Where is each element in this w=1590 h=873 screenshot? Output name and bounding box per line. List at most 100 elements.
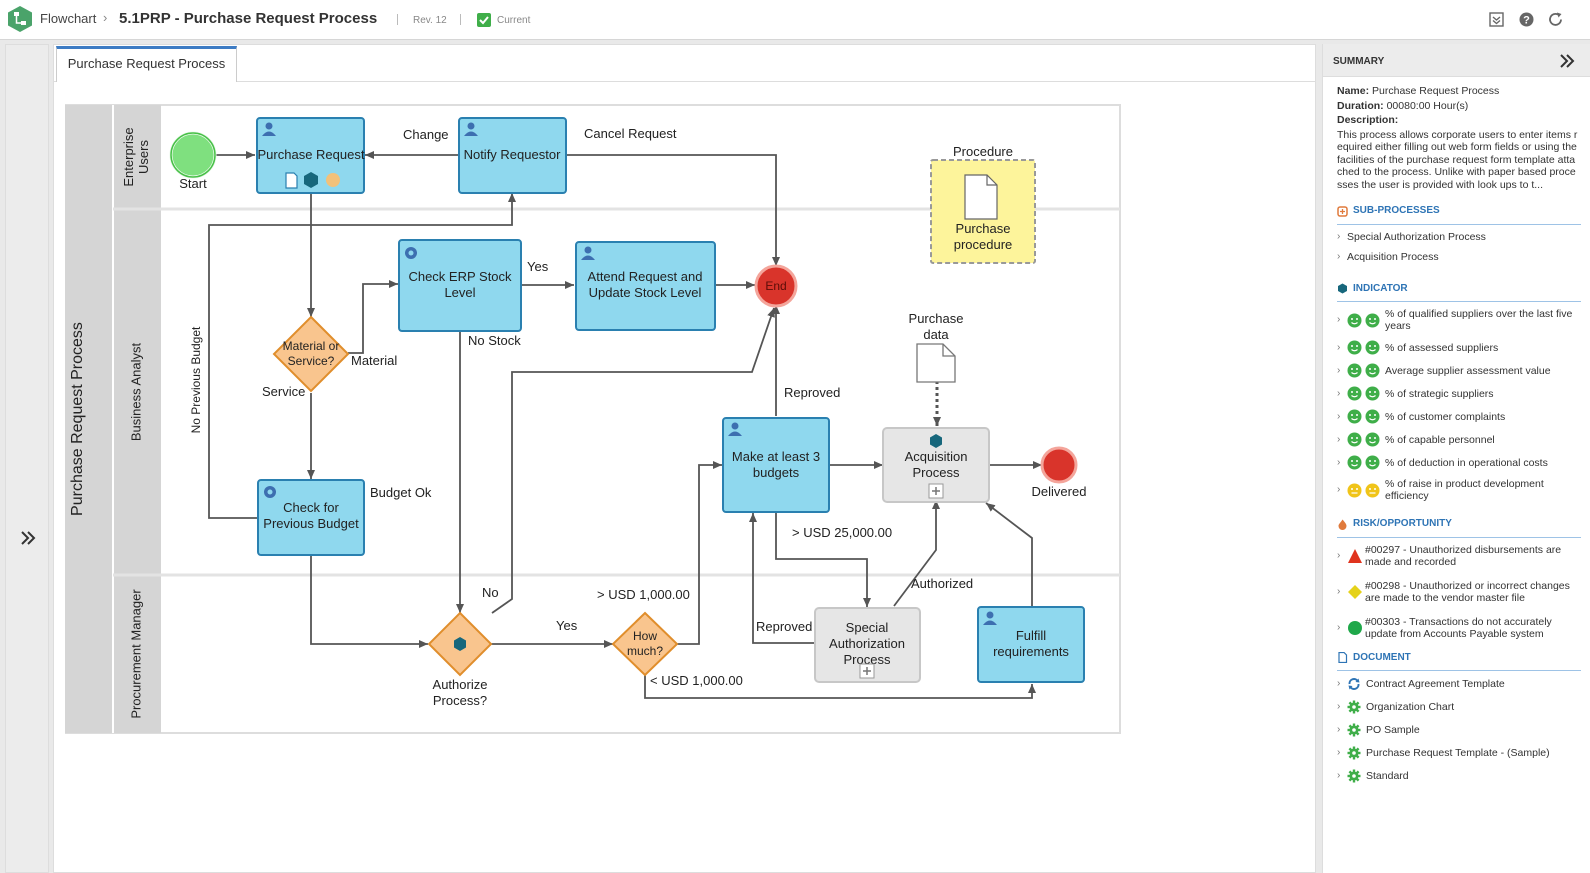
- sub-process-item[interactable]: ›Acquisition Process: [1337, 250, 1439, 263]
- flame-icon: [1338, 519, 1347, 530]
- svg-text:Purchase Request: Purchase Request: [258, 147, 365, 162]
- indicator-item[interactable]: › % of strategic suppliers: [1337, 386, 1578, 401]
- summary-duration: Duration: 00080:00 Hour(s): [1337, 99, 1469, 112]
- flow-label-over-1000: > USD 1,000.00: [597, 587, 690, 602]
- chevron-right-icon: ›: [1337, 770, 1341, 781]
- user-icon: [983, 611, 997, 625]
- low-risk-circle-icon: [1348, 620, 1362, 635]
- gear-icon: [264, 486, 276, 498]
- end-event[interactable]: End: [754, 264, 798, 308]
- indicator-label: % of deduction in operational costs: [1385, 456, 1548, 469]
- document-label: Purchase Request Template - (Sample): [1366, 747, 1550, 759]
- task-make-budgets[interactable]: Make at least 3 budgets: [722, 417, 830, 513]
- indicator-status: [1347, 455, 1385, 470]
- end-event-delivered[interactable]: [1040, 446, 1078, 484]
- section-indicator: INDICATOR: [1337, 283, 1581, 302]
- gateway-authorize-process[interactable]: [427, 611, 493, 677]
- smiley-face-icon: [1347, 455, 1362, 470]
- document-item[interactable]: › Standard: [1337, 769, 1578, 783]
- smiley-face-icon: [1365, 340, 1380, 355]
- document-item[interactable]: › Contract Agreement Template: [1337, 677, 1578, 691]
- breadcrumb-flowchart[interactable]: Flowchart: [40, 11, 97, 26]
- document-icon: [1338, 652, 1348, 664]
- user-icon: [464, 122, 478, 136]
- expand-panel-icon[interactable]: [18, 528, 38, 548]
- purchase-data-object[interactable]: [916, 343, 956, 383]
- indicator-item[interactable]: › % of deduction in operational costs: [1337, 455, 1578, 470]
- attachment-icon: [326, 173, 340, 187]
- chevron-right-icon: ›: [1337, 701, 1341, 712]
- help-icon[interactable]: ?: [1518, 11, 1535, 28]
- breadcrumb-separator: ›: [103, 10, 108, 25]
- gateway-how-much[interactable]: How much?: [611, 611, 679, 677]
- risk-item[interactable]: › #00298 - Unauthorized or incorrect cha…: [1337, 580, 1578, 604]
- refresh-icon: [1348, 678, 1360, 690]
- smiley-face-icon: [1347, 409, 1362, 424]
- indicator-label: % of strategic suppliers: [1385, 387, 1494, 400]
- lane-label-business-analyst: Business Analyst: [128, 342, 143, 441]
- tab-purchase-request-process[interactable]: Purchase Request Process: [56, 46, 237, 82]
- sub-process-item[interactable]: ›Special Authorization Process: [1337, 230, 1486, 243]
- expand-subprocess-icon[interactable]: [928, 483, 944, 499]
- chevron-right-icon: ›: [1337, 387, 1341, 399]
- user-icon: [581, 246, 595, 260]
- task-check-previous-budget[interactable]: Check for Previous Budget: [257, 479, 365, 556]
- indicator-item[interactable]: › % of qualified suppliers over the last…: [1337, 308, 1578, 332]
- document-item[interactable]: › Organization Chart: [1337, 700, 1578, 714]
- task-check-erp-stock-level[interactable]: Check ERP Stock Level: [398, 239, 522, 332]
- indicator-label: % of qualified suppliers over the last f…: [1385, 308, 1573, 332]
- task-attend-request[interactable]: Attend Request and Update Stock Level: [575, 241, 716, 331]
- svg-text:?: ?: [1523, 15, 1530, 27]
- task-purchase-request[interactable]: Purchase Request: [256, 117, 365, 194]
- flow-label-yes-authorize: Yes: [556, 618, 578, 633]
- chevron-right-icon: ›: [1337, 747, 1341, 758]
- collapse-panel-icon[interactable]: [1558, 52, 1576, 70]
- indicator-item[interactable]: › % of assessed suppliers: [1337, 340, 1578, 355]
- refresh-icon[interactable]: [1547, 11, 1564, 28]
- risk-item[interactable]: › #00303 - Transactions do not accuratel…: [1337, 616, 1578, 640]
- risk-label: #00303 - Transactions do not accurately …: [1365, 615, 1552, 640]
- gateway-material-or-service[interactable]: Material or Service?: [272, 315, 350, 393]
- document-item[interactable]: › Purchase Request Template - (Sample): [1337, 746, 1578, 760]
- svg-text:Attend Request and: Attend Request and: [588, 269, 703, 284]
- svg-text:Purchase: Purchase: [956, 221, 1011, 236]
- procedure-artifact[interactable]: Purchase procedure: [930, 159, 1036, 264]
- subprocess-acquisition[interactable]: Acquisition Process: [882, 427, 990, 503]
- indicator-status: [1347, 340, 1385, 355]
- chevron-right-icon: ›: [1337, 456, 1341, 468]
- task-notify-requestor[interactable]: Notify Requestor: [458, 117, 567, 194]
- flow-label-budget-ok: Budget Ok: [370, 485, 432, 500]
- document-label: Standard: [1366, 770, 1409, 782]
- inbox-download-icon[interactable]: [1488, 11, 1505, 28]
- page-title: 5.1PRP - Purchase Request Process: [119, 10, 378, 27]
- tab-bar: Purchase Request Process: [54, 45, 1315, 82]
- divider: [460, 14, 461, 25]
- user-icon: [262, 122, 276, 136]
- indicator-label: % of capable personnel: [1385, 433, 1495, 446]
- chevron-right-icon: ›: [1337, 341, 1341, 353]
- subprocess-special-authorization[interactable]: Special Authorization Process: [814, 607, 921, 683]
- diagram-area: Purchase Request Process Purchase Reques…: [53, 44, 1316, 873]
- chevron-right-icon: ›: [1337, 585, 1341, 597]
- indicator-status: [1347, 409, 1385, 424]
- flow-label-no-stock: No Stock: [468, 333, 521, 348]
- indicator-item[interactable]: › % of raise in product development effi…: [1337, 478, 1578, 502]
- start-event[interactable]: [169, 131, 217, 179]
- smiley-face-icon: [1347, 363, 1362, 378]
- indicator-list: › % of qualified suppliers over the last…: [1337, 308, 1578, 502]
- start-label: Start: [179, 176, 207, 191]
- expand-subprocess-icon[interactable]: [859, 663, 875, 679]
- flow-label-service: Service: [262, 384, 305, 399]
- svg-text:Acquisition: Acquisition: [905, 449, 968, 464]
- smiley-face-icon: [1347, 432, 1362, 447]
- smiley-face-icon: [1365, 363, 1380, 378]
- risk-item[interactable]: › #00297 - Unauthorized disbursements ar…: [1337, 544, 1578, 568]
- task-fulfill-requirements[interactable]: Fulfill requirements: [977, 606, 1085, 683]
- indicator-item[interactable]: › Average supplier assessment value: [1337, 363, 1578, 378]
- indicator-item[interactable]: › % of capable personnel: [1337, 432, 1578, 447]
- document-item[interactable]: › PO Sample: [1337, 723, 1578, 737]
- indicator-item[interactable]: › % of customer complaints: [1337, 409, 1578, 424]
- flow-label-reproved-bottom: Reproved: [756, 619, 812, 634]
- svg-text:End: End: [765, 279, 786, 293]
- svg-text:Special: Special: [846, 620, 889, 635]
